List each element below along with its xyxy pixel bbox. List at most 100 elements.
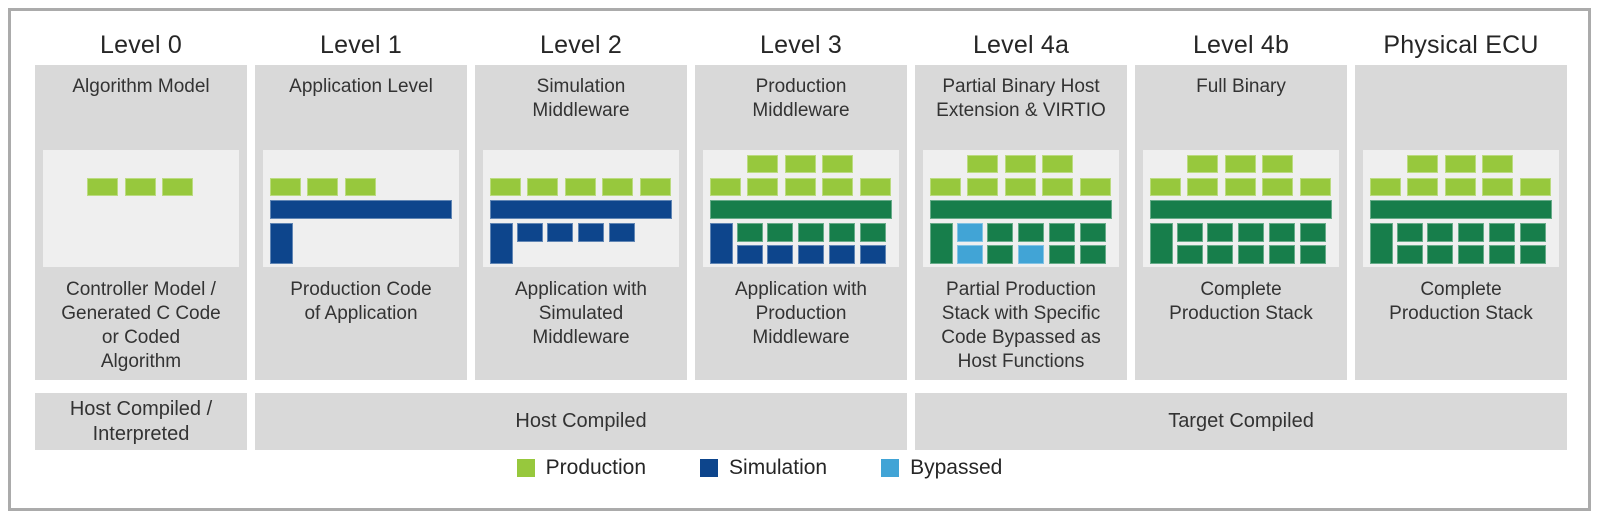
level-panel: Simulation Middleware Application with S…	[475, 65, 687, 380]
stack-block-simulation	[859, 245, 887, 265]
panel-description: Application with Simulated Middleware	[514, 279, 648, 348]
panel-description: Complete Production Stack	[1169, 279, 1313, 324]
level-title: Level 0	[99, 31, 182, 59]
software-stack-diagram	[703, 150, 899, 267]
compile-row: Host Compiled / Interpreted Host Compile…	[35, 393, 1567, 450]
stack-block-bypassed	[1018, 245, 1045, 265]
stack-block-production	[1482, 155, 1514, 174]
stack-block-production	[822, 177, 854, 196]
stack-block-simulation	[270, 223, 293, 265]
legend-item-bypassed: Bypassed	[881, 456, 1002, 480]
stack-block-simulation	[490, 223, 513, 265]
legend: Production Simulation Bypassed	[0, 456, 1559, 480]
stack-block-production	[1262, 155, 1294, 174]
level-panel: Algorithm Model Controller Model / Gener…	[35, 65, 247, 380]
compile-box-host-compiled: Host Compiled	[255, 393, 907, 450]
level-panel: Full Binary Complete Production Stack	[1135, 65, 1347, 380]
stack-block-stack	[1238, 245, 1265, 265]
stack-block-production	[859, 177, 891, 196]
simulation-swatch-icon	[700, 459, 719, 477]
stack-block-production	[1042, 177, 1074, 196]
stack-block-production	[1370, 177, 1401, 196]
stack-block-production	[747, 177, 779, 196]
stack-block-production	[87, 177, 119, 196]
stack-block-production	[967, 177, 999, 196]
column-level-1: Level 1 Application Level Production Cod…	[255, 28, 467, 380]
stack-block-stack	[1150, 223, 1173, 265]
column-level-4b: Level 4b Full Binary Complete Production…	[1135, 28, 1347, 380]
legend-label: Bypassed	[910, 456, 1003, 479]
level-title: Level 1	[319, 31, 402, 59]
stack-block-simulation	[767, 245, 794, 265]
stack-block-bypassed	[956, 245, 983, 265]
stack-block-stack	[1207, 223, 1234, 242]
panel-header-label: Production Middleware	[752, 76, 850, 121]
stack-block-production	[564, 177, 596, 196]
stack-block-production	[1299, 177, 1331, 196]
panel-header-label	[1355, 65, 1567, 150]
stack-block-production	[1519, 177, 1551, 196]
level-title: Physical ECU	[1383, 31, 1539, 59]
level-panel: Complete Production Stack	[1355, 65, 1567, 380]
stack-block-production	[822, 155, 854, 174]
stack-block-production	[1079, 177, 1111, 196]
stack-block-production	[784, 155, 816, 174]
column-level-4a: Level 4a Partial Binary Host Extension &…	[915, 28, 1127, 380]
panel-description: Production Code of Application	[290, 279, 432, 324]
legend-label: Production	[545, 456, 647, 479]
level-columns: Level 0 Algorithm Model Controller Model…	[35, 28, 1567, 380]
stack-block-production	[1262, 177, 1294, 196]
stack-block-stack	[930, 199, 1113, 219]
stack-block-simulation	[829, 245, 856, 265]
stack-block-production	[710, 177, 741, 196]
panel-description: Partial Production Stack with Specific C…	[941, 279, 1101, 372]
stack-block-production	[124, 177, 156, 196]
panel-header-label: Simulation Middleware	[532, 76, 630, 121]
stack-block-production	[527, 177, 559, 196]
panel-header-label: Application Level	[289, 76, 433, 97]
stack-block-production	[639, 177, 671, 196]
stack-block-stack	[710, 199, 893, 219]
stack-block-stack	[859, 223, 887, 242]
panel-header-label: Algorithm Model	[72, 76, 210, 97]
stack-block-production	[490, 177, 521, 196]
stack-block-stack	[1018, 223, 1045, 242]
stack-block-stack	[767, 223, 794, 242]
panel-description: Controller Model / Generated C Code or C…	[61, 279, 221, 372]
stack-block-stack	[987, 245, 1014, 265]
stack-block-production	[162, 177, 194, 196]
stack-block-stack	[798, 223, 825, 242]
stack-block-stack	[1489, 245, 1516, 265]
column-physical-ecu: Physical ECU Complete Production Stack	[1355, 28, 1567, 380]
stack-block-stack	[829, 223, 856, 242]
stack-block-production	[1224, 155, 1256, 174]
software-stack-diagram	[43, 150, 239, 267]
stack-block-stack	[1370, 223, 1393, 265]
level-title: Level 4b	[1192, 31, 1290, 59]
stack-block-stack	[1049, 245, 1076, 265]
stack-block-stack	[930, 223, 953, 265]
legend-item-simulation: Simulation	[700, 456, 827, 480]
stack-block-stack	[1176, 223, 1203, 242]
software-stack-diagram	[1143, 150, 1339, 267]
level-panel: Production Middleware Application with P…	[695, 65, 907, 380]
stack-block-stack	[1299, 245, 1327, 265]
level-title: Level 2	[539, 31, 622, 59]
stack-block-stack	[1238, 223, 1265, 242]
stack-block-simulation	[516, 223, 543, 242]
stack-block-stack	[1370, 199, 1553, 219]
stack-block-stack	[987, 223, 1014, 242]
stack-block-simulation	[490, 199, 673, 219]
software-stack-diagram	[1363, 150, 1559, 267]
stack-block-stack	[1079, 223, 1107, 242]
software-stack-diagram	[263, 150, 459, 267]
stack-block-stack	[1396, 245, 1423, 265]
stack-block-simulation	[710, 223, 733, 265]
stack-block-bypassed	[956, 223, 983, 242]
stack-block-stack	[1150, 199, 1333, 219]
stack-block-stack	[1176, 245, 1203, 265]
legend-label: Simulation	[729, 456, 828, 479]
column-level-2: Level 2 Simulation Middleware Applicatio…	[475, 28, 687, 380]
level-title: Level 4a	[972, 31, 1070, 59]
